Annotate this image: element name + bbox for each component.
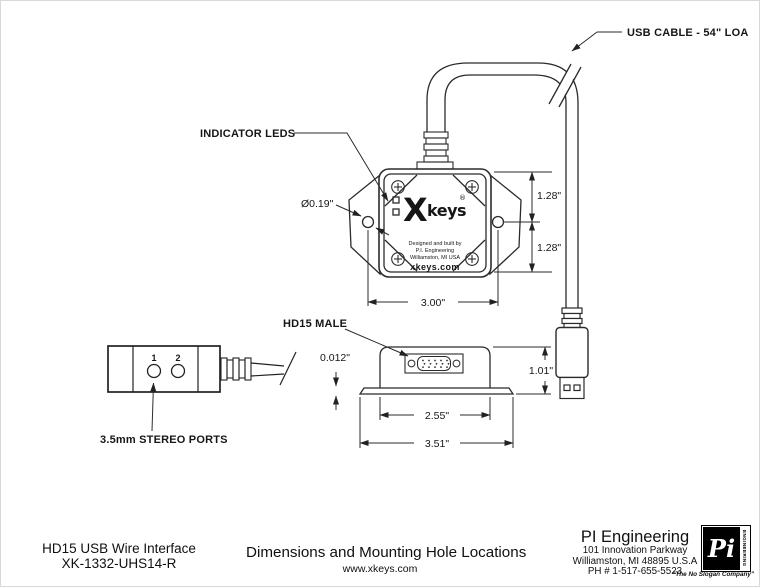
corner-cut [452,239,486,272]
port-1-number: 1 [151,353,156,363]
led-indicator-1 [392,196,400,204]
hd15-dsub-shell [417,356,451,371]
product-code: XK-1332-UHS14-R [61,556,177,571]
dim-3-00: 3.00" [421,297,445,309]
stereo-cable-line [250,373,285,377]
screw-icon [391,180,405,194]
dim-hole-vertical [494,171,552,273]
dim-1-01: 1.01" [529,365,553,377]
stereo-cable-break-mark [279,351,297,386]
company-address-1: 101 Innovation Parkway [582,545,688,556]
led-indicator-2 [392,208,400,216]
corner-screws [391,180,479,266]
hd15-connector-frame [404,353,464,374]
dim-1-28-top: 1.28" [537,190,561,202]
dim-height [493,346,551,395]
company-address-2: Williamston, MI 48895 U.S.A [572,555,698,567]
stereo-port-2 [170,363,186,379]
callout-usb-cable: USB CABLE - 54" LOA [571,27,748,52]
stereo-strain-relief [220,357,252,381]
mounting-hole-left [361,215,375,229]
callout-hole-diameter: Ø0.19" [301,198,390,236]
dim-hole-spacing [367,230,499,306]
face-url: xkeys.com [410,262,460,272]
cable-break-mark [548,63,572,105]
face-designed-line: Designed and built by [409,241,462,247]
screw-icon [465,252,479,266]
cable-outer-line [426,62,579,309]
xkeys-logo-keys: keys [427,201,466,220]
cable-break-gap [552,63,580,104]
dimension-diagram: X keys ® Designed and built by P.I. Engi… [100,27,748,450]
device-side-view [358,346,515,395]
dim-2-55: 2.55" [425,410,449,422]
corner-cut [384,239,418,272]
screw-icon [391,252,405,266]
company-tagline: "The No Slogan Company" [672,571,754,578]
callout-hd15-male: HD15 MALE [283,318,409,357]
registered-mark: ® [459,194,466,202]
port-2-number: 2 [175,353,180,363]
drawing-title: Dimensions and Mounting Hole Locations [246,544,527,561]
pi-engineering-logo: Pi ENGINEERING [701,525,751,572]
dim-3-51: 3.51" [425,438,449,450]
device-face-artwork: X keys ® Designed and built by P.I. Engi… [403,191,467,272]
device-faceplate [383,173,487,273]
device-strain-relief [416,131,454,170]
pi-logo-mark: Pi [703,527,740,570]
stereo-cable-line [250,362,285,367]
face-company-line: P.I. Engineering [416,248,454,254]
xkeys-logo: X [403,191,428,229]
hd15-screw-icon [452,359,461,368]
stereo-ports-label: 3.5mm STEREO PORTS [100,434,228,446]
product-name: HD15 USB Wire Interface [42,541,196,556]
company-phone: PH # 1-517-655-5523 [587,566,683,577]
corner-cut [452,174,486,207]
stereo-box-body [107,345,221,393]
hd15-screw-icon [407,359,416,368]
corner-cut [384,174,418,207]
usb-contact [563,384,571,392]
face-city-line: Williamston, MI USA [410,255,460,261]
usb-contact [573,384,581,392]
hd15-pins [422,359,450,368]
company-block: PI Engineering 101 Innovation Parkway Wi… [570,528,700,578]
mounting-hole-right [491,215,505,229]
stereo-port-1 [146,363,162,379]
hd15-male-label: HD15 MALE [283,318,347,330]
callout-indicator-leds: INDICATOR LEDS [200,128,389,202]
dim-0-012: 0.012" [320,352,350,364]
website-url: www.xkeys.com [342,563,418,575]
usb-plug-metal [559,376,585,400]
usb-cable-label: USB CABLE - 54" LOA [627,27,748,39]
usb-plug-body [555,326,589,379]
callout-stereo-ports: 3.5mm STEREO PORTS [100,382,228,446]
pi-logo-vertical-text: ENGINEERING [740,527,749,570]
dim-body-width [379,397,491,420]
mounting-plate [358,387,515,395]
dim-1-28-bottom: 1.28" [537,242,561,254]
indicator-leds-label: INDICATOR LEDS [200,128,295,140]
company-name: PI Engineering [580,528,690,546]
dim-plate-width [359,397,514,448]
footer-product-block: HD15 USB Wire Interface XK-1332-UHS14-R [28,541,210,571]
usb-a-plug [555,307,589,400]
screw-icon [465,180,479,194]
device-front-view [348,131,522,278]
cable-break-mark [558,66,582,108]
usb-cable [426,62,582,309]
stereo-port-box [107,345,297,393]
hole-diameter-label2: Ø0.19" [301,198,334,210]
